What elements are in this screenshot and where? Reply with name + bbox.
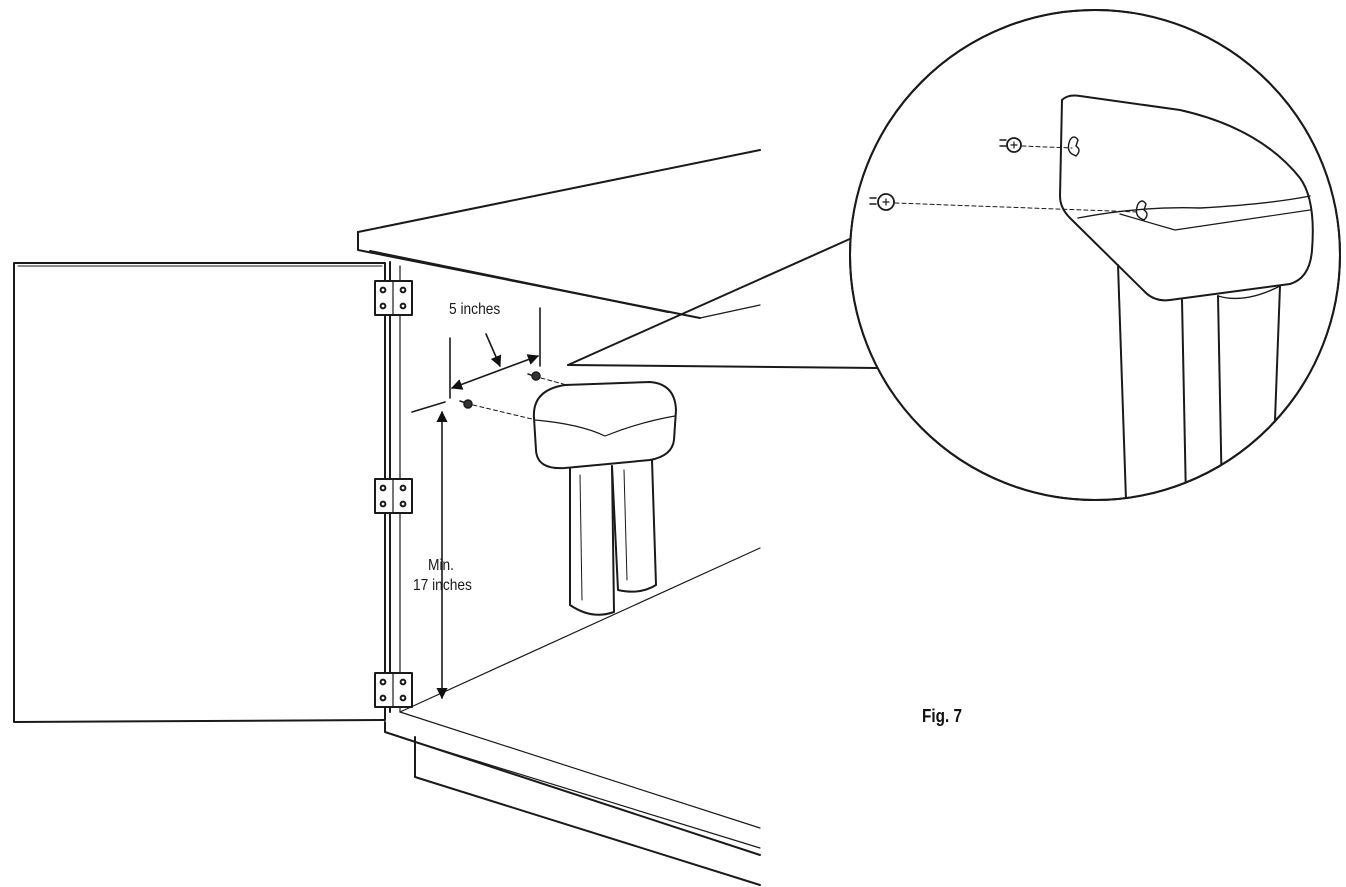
detail-circle [849, 9, 1341, 501]
spacing-label: 5 inches [449, 301, 501, 318]
hinge-bottom [374, 672, 413, 708]
hinge-top [374, 280, 413, 316]
dimension-lines [411, 307, 541, 700]
filter-unit [532, 381, 677, 616]
min-label-line2: 17 inches [413, 577, 472, 594]
min-label-line1: Min. [428, 557, 455, 574]
hinge-middle [374, 478, 413, 514]
cabinet-door [13, 262, 386, 723]
callout-wedge [567, 237, 879, 369]
countertop [357, 149, 761, 319]
cabinet-base [384, 711, 761, 886]
figure-caption: Fig. 7 [922, 706, 962, 726]
